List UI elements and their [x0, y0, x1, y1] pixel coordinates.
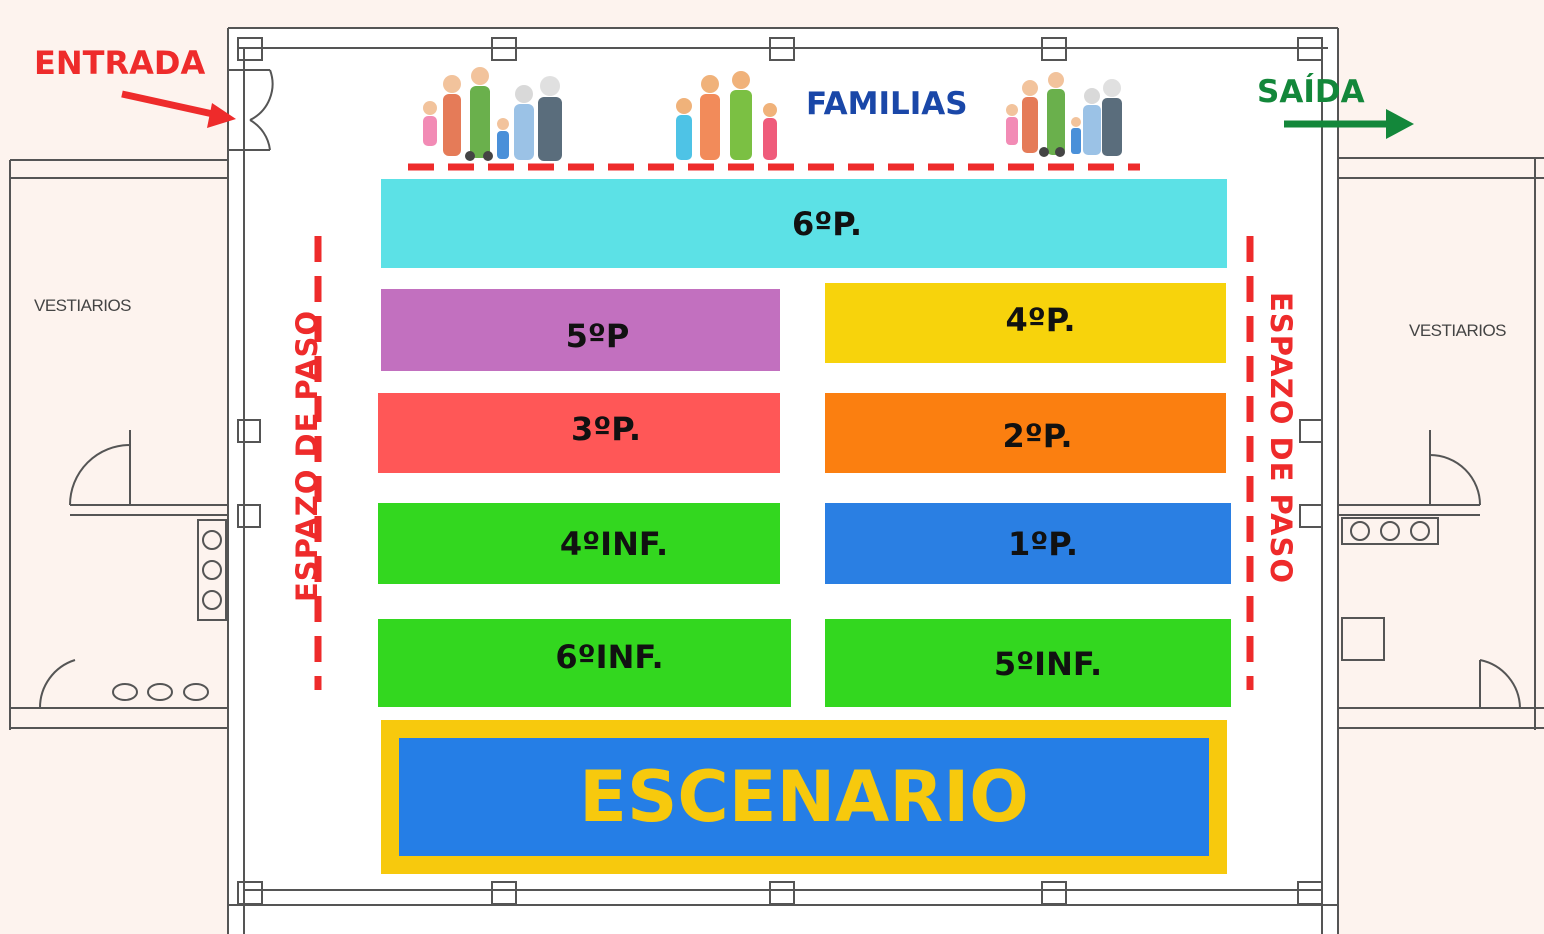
- families-label: FAMILIAS: [806, 86, 968, 122]
- right-aisle-label: ESPAZO DE PASO: [1264, 292, 1298, 585]
- left-room-label: VESTIARIOS: [34, 296, 132, 315]
- seating-zone-label: 5ºP: [565, 317, 630, 355]
- family-group-icon: [423, 67, 562, 161]
- seating-zone-label: 2ºP.: [1002, 417, 1073, 455]
- exit-label: SAÍDA: [1257, 74, 1365, 110]
- entrance-arrow-icon: [121, 90, 236, 128]
- seating-zone-2p: 2ºP.: [825, 393, 1226, 473]
- seating-zone-label: 3ºP.: [570, 410, 642, 448]
- family-group-icon: [1006, 72, 1122, 157]
- seating-zone-label: 4ºP.: [1005, 301, 1076, 339]
- seating-zone-label: 6ºP.: [791, 204, 863, 243]
- seating-zone-5inf: 5ºINF.: [825, 619, 1231, 707]
- seating-zone-6p: 6ºP.: [381, 179, 1227, 268]
- seating-zone-4inf: 4ºINF.: [378, 503, 780, 584]
- seating-zone-3p: 3ºP.: [378, 393, 780, 473]
- seating-zone-4p: 4ºP.: [825, 283, 1226, 363]
- seating-zone-label: 4ºINF.: [559, 524, 669, 563]
- seating-zone-label: 6ºINF.: [555, 638, 664, 676]
- seating-zone-label: 1ºP.: [1007, 524, 1079, 563]
- entrance-label: ENTRADA: [34, 44, 206, 82]
- seating-zone-label: 5ºINF.: [993, 645, 1103, 683]
- stage-label: ESCENARIO: [399, 738, 1209, 856]
- left-aisle-label: ESPAZO DE PASO: [290, 309, 324, 602]
- family-group-icon: [676, 71, 777, 160]
- seating-zone-1p: 1ºP.: [825, 503, 1231, 584]
- seating-zone-6inf: 6ºINF.: [378, 619, 791, 707]
- seating-zone-5p: 5ºP: [381, 289, 780, 371]
- right-room-label: VESTIARIOS: [1409, 321, 1507, 340]
- exit-arrow-icon: [1284, 109, 1414, 139]
- stage-area: ESCENARIO: [381, 720, 1227, 874]
